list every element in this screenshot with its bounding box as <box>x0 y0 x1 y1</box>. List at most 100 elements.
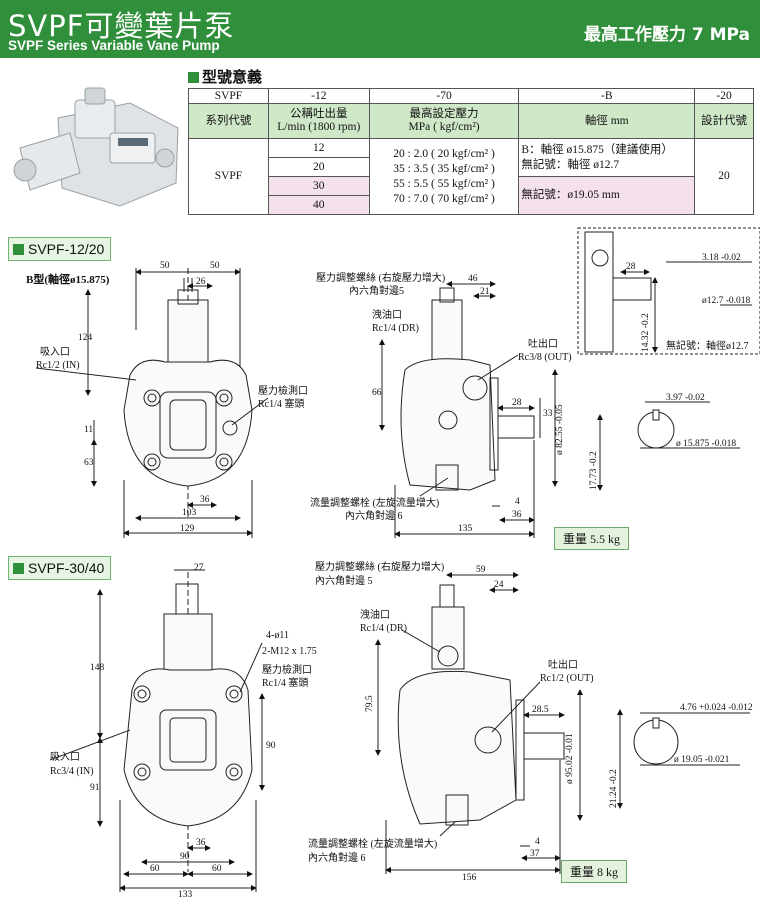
suction-label-30: 吸入口 <box>50 752 80 763</box>
bolt-holes: 4-ø11 <box>266 630 289 641</box>
flow-adj-label: 流量調整螺栓 (左旋流量增大) <box>310 496 439 509</box>
shaft-dim-1905: ø 19.05 -0.021 <box>674 755 730 765</box>
shaft-dim-1773: 17.73 -0.2 <box>589 451 599 490</box>
dim-36-side: 36 <box>512 510 522 520</box>
flow-adj-label-30: 流量調整螺栓 (左旋流量增大) <box>308 837 437 850</box>
page-subtitle: SVPF Series Variable Vane Pump <box>8 38 220 53</box>
outlet-port: Rc3/8 (OUT) <box>518 352 572 363</box>
gauge-port: Rc1/4 塞頭 <box>258 397 304 410</box>
svpf30-front-view <box>49 569 265 892</box>
drain-label: 洩油口 <box>372 308 402 321</box>
dim-21: 21 <box>480 287 490 297</box>
pressure-adj-label-30: 壓力調整螺絲 (右旋壓力增大) <box>315 560 444 573</box>
code-flow: -12 <box>267 88 370 104</box>
gauge-label-30: 壓力檢測口 <box>262 663 312 676</box>
svpf30-side-view <box>375 572 583 874</box>
dim-60-right: 60 <box>212 864 222 874</box>
suction-port: Rc1/2 (IN) <box>36 360 80 371</box>
dim-59: 59 <box>476 565 486 575</box>
dim-33: 33 <box>543 409 553 419</box>
dim-37: 37 <box>530 849 540 859</box>
shaft-cell-a: B：軸徑 ø15.875（建議使用）無記號：軸徑 ø12.7 <box>518 138 696 177</box>
suction-label: 吸入口 <box>40 347 70 358</box>
outlet-label-30: 吐出口 <box>548 658 578 671</box>
hdr-shaft: 軸徑 mm <box>518 103 696 139</box>
code-design: -20 <box>694 88 754 104</box>
model-meaning-title: 型號意義 <box>188 66 262 87</box>
flow-cell: 40 <box>267 195 370 215</box>
hdr-design: 設計代號 <box>694 103 754 139</box>
design-cell: 20 <box>694 138 754 215</box>
shaft-dim-28: 28 <box>626 262 636 272</box>
drain-label-30: 洩油口 <box>360 608 390 621</box>
svpf30-weight: 重量 8 kg <box>561 860 628 883</box>
dim-79-5: 79.5 <box>365 695 375 712</box>
dim-26: 26 <box>196 277 206 287</box>
pressure-adj-hex: 內六角對邊5 <box>349 284 404 297</box>
dim-90-vert: 90 <box>266 741 276 751</box>
shaft-dim-1432: 14.32 -0.2 <box>641 313 651 352</box>
hdr-series: 系列代號 <box>188 103 269 139</box>
page-title: SVPF可變葉片泵 <box>8 9 235 43</box>
dim-129: 129 <box>180 524 195 534</box>
dim-28-5: 28.5 <box>532 705 549 715</box>
shaft-dim-318: 3.18 -0.02 <box>702 253 741 263</box>
svpf30-shaft-detail <box>617 709 750 809</box>
shaft-dim-397: 3.97 -0.02 <box>666 393 705 403</box>
header-banner: SVPF可變葉片泵 SVPF Series Variable Vane Pump… <box>0 0 760 58</box>
series-cell: SVPF <box>188 138 269 215</box>
dim-135: 135 <box>458 524 473 534</box>
drain-port: Rc1/4 (DR) <box>372 323 419 334</box>
code-series: SVPF <box>188 88 269 104</box>
pressure-cell: 20 : 2.0 ( 20 kgf/cm² )35 : 3.5 ( 35 kgf… <box>368 138 520 215</box>
dim-4-30: 4 <box>535 837 540 847</box>
dim-148: 148 <box>90 663 105 673</box>
shaft-cell-b: 無記號：ø19.05 mm <box>518 176 696 215</box>
dim-11: 11 <box>84 425 93 435</box>
flow-cell: 30 <box>267 176 370 196</box>
outlet-label: 吐出口 <box>528 337 558 350</box>
drain-port-30: Rc1/4 (DR) <box>360 623 407 634</box>
dim-28: 28 <box>512 398 522 408</box>
dim-63: 63 <box>84 458 94 468</box>
pump-photo <box>0 78 188 213</box>
dim-46: 46 <box>468 274 478 284</box>
dim-50-left: 50 <box>160 261 170 271</box>
bolt-thread: 2-M12 x 1.75 <box>262 646 317 657</box>
dim-124: 124 <box>78 333 93 343</box>
code-row: SVPF -12 -70 -B -20 <box>188 88 754 104</box>
gauge-port-30: Rc1/4 塞頭 <box>262 676 308 689</box>
flow-adj-hex-30: 內六角對邊 6 <box>308 851 366 864</box>
shaft-dim-476: 4.76 +0.024 -0.012 <box>680 703 753 713</box>
dim-36b: 36 <box>196 838 206 848</box>
dim-103: 103 <box>182 508 197 518</box>
flow-adj-hex: 內六角對邊 6 <box>345 509 403 522</box>
dim-66: 66 <box>372 388 382 398</box>
b-type-label: B型(軸徑ø15.875) <box>26 272 110 286</box>
dim-50-right: 50 <box>210 261 220 271</box>
outlet-port-30: Rc1/2 (OUT) <box>540 673 594 684</box>
dim-24: 24 <box>494 580 504 590</box>
dim-36: 36 <box>200 495 210 505</box>
dim-82: ø 82.55 -0.05 <box>555 404 565 455</box>
dim-156: 156 <box>462 873 477 883</box>
shaft-no-mark: 無記號：軸徑ø12.7 <box>666 339 749 352</box>
svpf12-heading: SVPF-12/20 <box>8 237 112 261</box>
max-pressure: 最高工作壓力 7 MPa <box>583 25 750 45</box>
shaft-dim-15875: ø 15.875 -0.018 <box>676 439 736 449</box>
svpf12-front-view <box>35 268 269 538</box>
svpf12-shaft-details <box>577 227 760 491</box>
pressure-adj-label: 壓力調整螺絲 (右旋壓力增大) <box>316 271 445 284</box>
dim-27: 27 <box>194 563 204 573</box>
shaft-dim-2124: 21.24 -0.2 <box>609 769 619 808</box>
dim-133: 133 <box>178 890 193 900</box>
dim-4: 4 <box>515 497 520 507</box>
shaft-dim-127: ø12.7 -0.018 <box>702 296 751 306</box>
suction-port-30: Rc3/4 (IN) <box>50 766 94 777</box>
dim-60-left: 60 <box>150 864 160 874</box>
dim-95: ø 95.02 -0.01 <box>565 733 575 784</box>
svpf30-heading: SVPF-30/40 <box>8 556 112 580</box>
